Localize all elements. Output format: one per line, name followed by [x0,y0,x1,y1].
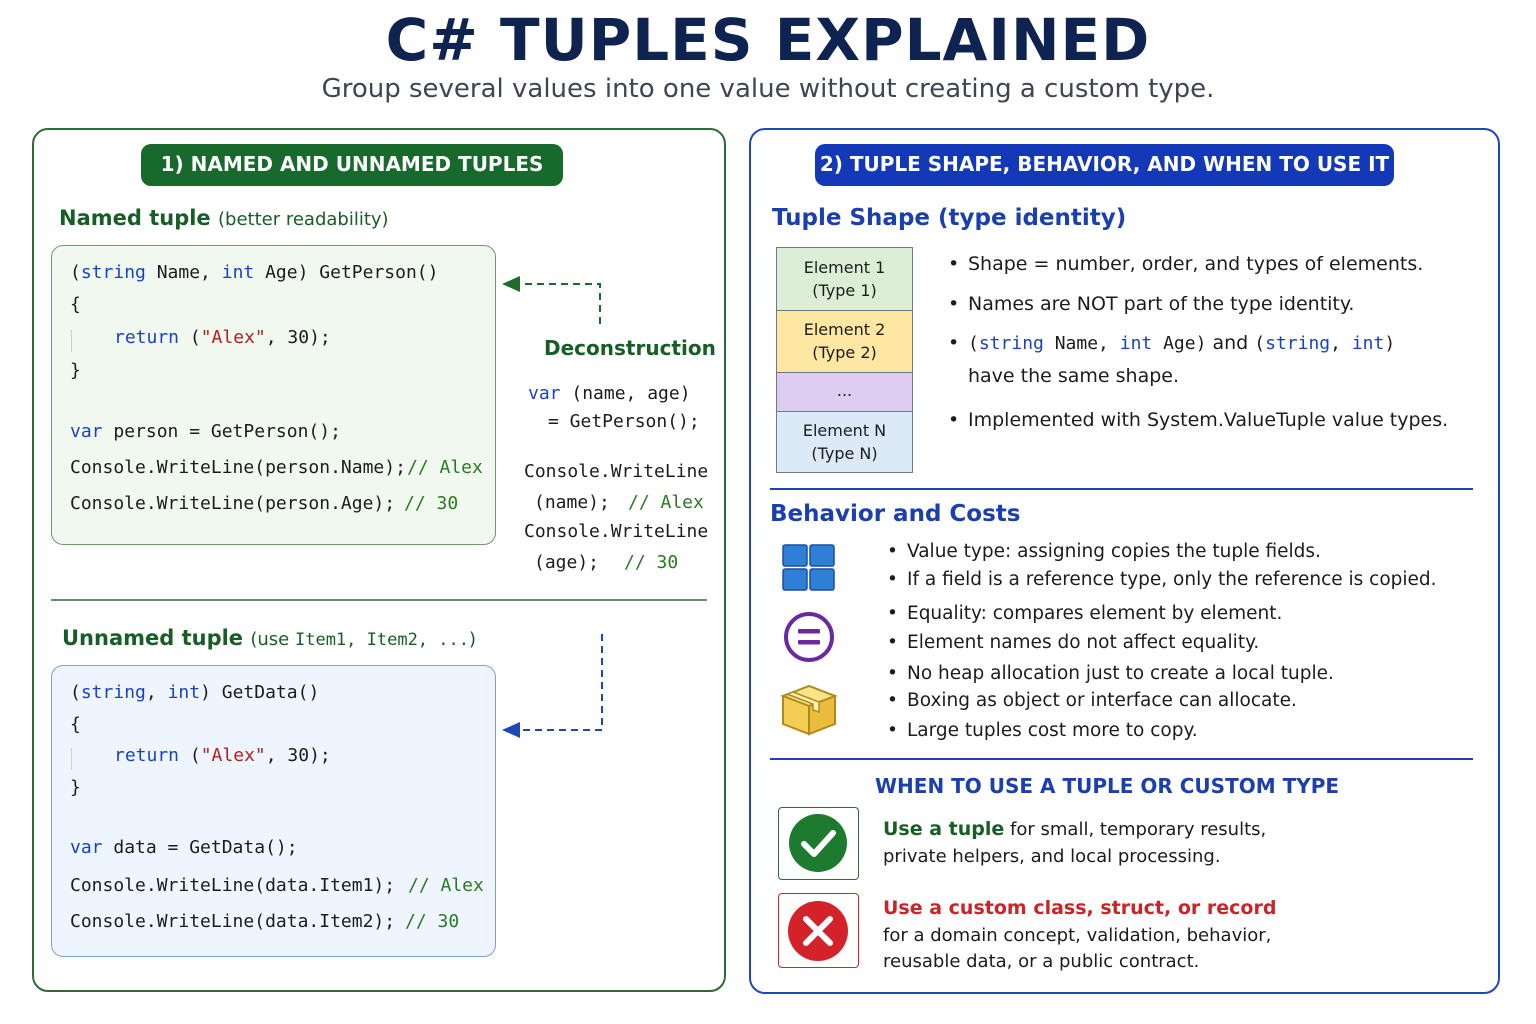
code-comment: // Alex [408,875,484,896]
stack-element-2: Element 2(Type 2) [776,310,913,373]
behavior-heading: Behavior and Costs [770,501,1021,527]
code-line: Console.WriteLine(person.Name); [70,457,406,478]
shape-bullet: (string Name, int Age) and (string, int) [948,332,1395,354]
shape-bullet: Shape = number, order, and types of elem… [948,253,1423,275]
named-tuple-title: Named tuple [59,206,211,230]
page-title: C# TUPLES EXPLAINED [385,6,1151,74]
check-icon [789,814,847,872]
named-tuple-code-box [51,245,496,545]
code-line: } [70,777,81,798]
code-line: = GetPerson(); [548,411,700,432]
when-to-use-heading: WHEN TO USE A TUPLE OR CUSTOM TYPE [875,774,1340,798]
unnamed-tuple-note: (use Item1, Item2, ...) [250,629,477,650]
x-icon [788,901,848,961]
use-custom-icon-box [778,893,859,968]
code-line: return ("Alex", 30); [114,327,331,348]
equality-icon [784,612,834,662]
code-line: Console.WriteLine(person.Age); [70,493,396,514]
indent-guide [71,330,72,352]
code-line: { [70,714,81,735]
right-divider-1 [770,488,1473,490]
code-line: { [70,294,81,315]
code-line: (string Name, int Age) GetPerson() [70,262,439,283]
behavior-bullet: Equality: compares element by element. [887,603,1282,624]
unnamed-tuple-heading: Unnamed tuple (use Item1, Item2, ...) [62,626,476,650]
code-comment: // 30 [405,911,460,932]
use-tuple-icon-box [778,807,859,880]
use-custom-line2: for a domain concept, validation, behavi… [883,925,1272,946]
use-tuple-line2: private helpers, and local processing. [883,846,1221,867]
deconstruction-label: Deconstruction [544,336,716,360]
code-line: (name); [534,492,610,513]
code-line: (age); [534,552,600,573]
code-line: var person = GetPerson(); [70,421,341,442]
page-subtitle: Group several values into one value with… [321,74,1215,104]
code-line: return ("Alex", 30); [114,745,331,766]
value-type-grid-icon [782,544,835,591]
left-divider [51,599,707,601]
tuple-shape-heading: Tuple Shape (type identity) [772,205,1127,231]
unnamed-tuple-title: Unnamed tuple [62,626,244,650]
stack-element-ellipsis: ... [776,372,913,412]
unnamed-tuple-code-box [51,665,496,957]
code-comment: // 30 [624,552,679,573]
code-comment: // Alex [628,492,704,513]
use-custom-line1: Use a custom class, struct, or record [883,897,1277,919]
named-tuple-note: (better readability) [218,209,389,230]
use-custom-line3: reusable data, or a public contract. [883,951,1200,972]
code-line: var (name, age) [528,383,691,404]
code-line: (string, int) GetData() [70,682,320,703]
indent-guide [71,748,72,770]
deconstruction-arrow-top [502,276,601,324]
behavior-bullet: If a field is a reference type, only the… [887,569,1437,590]
code-comment: // 30 [404,493,459,514]
named-tuple-heading: Named tuple (better readability) [59,206,389,230]
unnamed-arrow [502,634,603,738]
behavior-bullet: No heap allocation just to create a loca… [887,663,1334,684]
code-line: Console.WriteLine(data.Item1); [70,875,396,896]
shape-bullet: Names are NOT part of the type identity. [948,293,1354,315]
code-line: Console.WriteLine [524,521,709,542]
right-divider-2 [770,758,1473,760]
stack-element-1: Element 1(Type 1) [776,247,913,311]
code-line: Console.WriteLine(data.Item2); [70,911,396,932]
box-icon [780,684,838,736]
code-line: Console.WriteLine [524,461,709,482]
behavior-bullet: Value type: assigning copies the tuple f… [887,541,1321,562]
shape-bullet-continuation: have the same shape. [968,365,1180,387]
code-comment: // Alex [407,457,483,478]
code-line: var data = GetData(); [70,837,298,858]
shape-bullet: Implemented with System.ValueTuple value… [948,409,1448,431]
section-label-right: 2) TUPLE SHAPE, BEHAVIOR, AND WHEN TO US… [815,144,1394,186]
behavior-bullet: Large tuples cost more to copy. [887,720,1198,741]
code-line: } [70,360,81,381]
use-tuple-line1: Use a tuple for small, temporary results… [883,818,1267,840]
section-label-left: 1) NAMED AND UNNAMED TUPLES [141,144,563,186]
behavior-bullet: Boxing as object or interface can alloca… [887,690,1297,711]
behavior-bullet: Element names do not affect equality. [887,632,1259,653]
stack-element-n: Element N(Type N) [776,411,913,473]
